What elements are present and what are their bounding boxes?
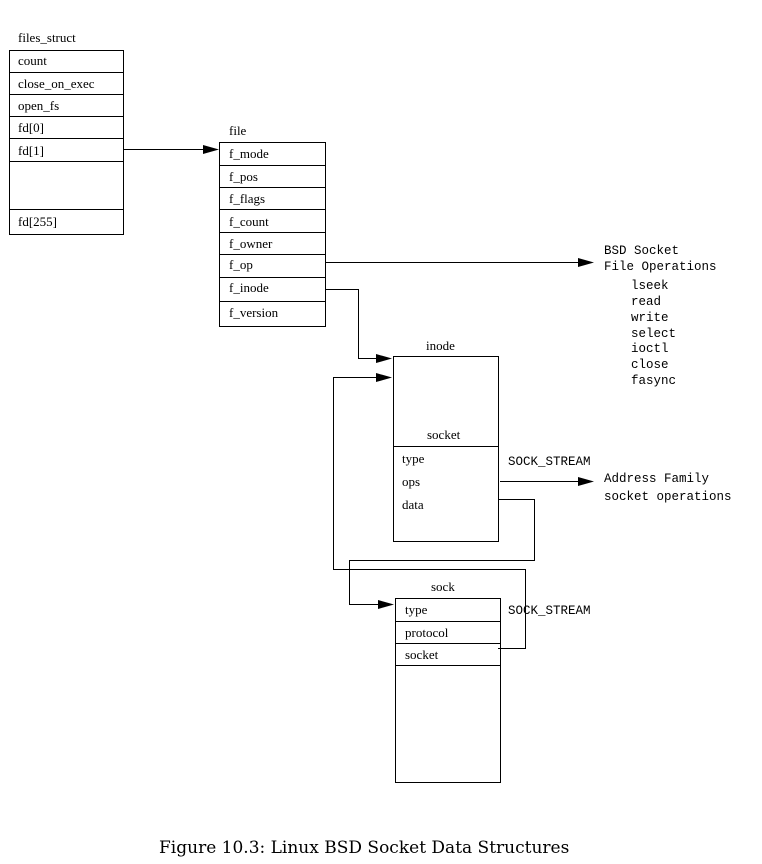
file-field-f-inode: f_inode <box>229 280 269 295</box>
inode-title: inode <box>426 338 455 353</box>
arrow-sock-socket-to-inode <box>333 373 526 649</box>
bsd-ops-title-line2: File Operations <box>604 260 717 274</box>
inode-box: inode socket type ops data <box>393 338 499 542</box>
files-struct-field-fd1: fd[1] <box>18 143 44 158</box>
sock-field-protocol: protocol <box>405 625 449 640</box>
arrow-f-inode-to-inode <box>325 289 392 363</box>
file-field-f-flags: f_flags <box>229 191 265 206</box>
files-struct-field-close-on-exec: close_on_exec <box>18 76 95 91</box>
sock-box: sock type protocol socket <box>395 579 501 783</box>
files-struct-title: files_struct <box>18 30 76 45</box>
socket-field-data: data <box>402 497 424 512</box>
figure-caption: Figure 10.3: Linux BSD Socket Data Struc… <box>159 838 569 858</box>
bsd-op-close: close <box>631 358 669 372</box>
files-struct-field-open-fs: open_fs <box>18 98 59 113</box>
sock-stream-label-sock: SOCK_STREAM <box>508 604 591 618</box>
files-struct-field-fd0: fd[0] <box>18 120 44 135</box>
files-struct-box: files_struct count close_on_exec open_fs… <box>9 30 124 235</box>
file-field-f-op: f_op <box>229 257 253 272</box>
sock-field-type: type <box>405 602 428 617</box>
bsd-ops-title-line1: BSD Socket <box>604 244 679 258</box>
files-struct-field-count: count <box>18 53 47 68</box>
file-field-f-count: f_count <box>229 214 269 229</box>
arrow-f-op-to-bsd-ops <box>325 258 594 267</box>
bsd-op-lseek: lseek <box>631 279 669 293</box>
bsd-op-read: read <box>631 295 661 309</box>
bsd-file-operations: BSD Socket File Operations lseek read wr… <box>604 244 717 388</box>
address-family-line1: Address Family <box>604 472 710 486</box>
file-box: file f_mode f_pos f_flags f_count f_owne… <box>219 123 326 327</box>
arrow-fd1-to-file <box>123 145 219 154</box>
file-title: file <box>229 123 247 138</box>
file-field-f-owner: f_owner <box>229 236 273 251</box>
files-struct-field-fd255: fd[255] <box>18 214 57 229</box>
file-field-f-version: f_version <box>229 305 279 320</box>
pointer-arrows <box>123 145 594 649</box>
arrow-socket-data-to-sock <box>349 499 535 609</box>
file-field-f-mode: f_mode <box>229 146 269 161</box>
bsd-op-write: write <box>631 311 669 325</box>
bsd-op-select: select <box>631 327 676 341</box>
sock-stream-label-socket: SOCK_STREAM <box>508 455 591 469</box>
bsd-op-ioctl: ioctl <box>631 342 669 356</box>
sock-field-socket: socket <box>405 647 439 662</box>
file-field-f-pos: f_pos <box>229 169 258 184</box>
address-family-line2: socket operations <box>604 490 732 504</box>
sock-title: sock <box>431 579 455 594</box>
arrow-socket-ops-to-af-ops <box>500 477 594 486</box>
socket-field-type: type <box>402 451 425 466</box>
socket-title: socket <box>427 427 461 442</box>
socket-field-ops: ops <box>402 474 420 489</box>
bsd-op-fasync: fasync <box>631 374 676 388</box>
